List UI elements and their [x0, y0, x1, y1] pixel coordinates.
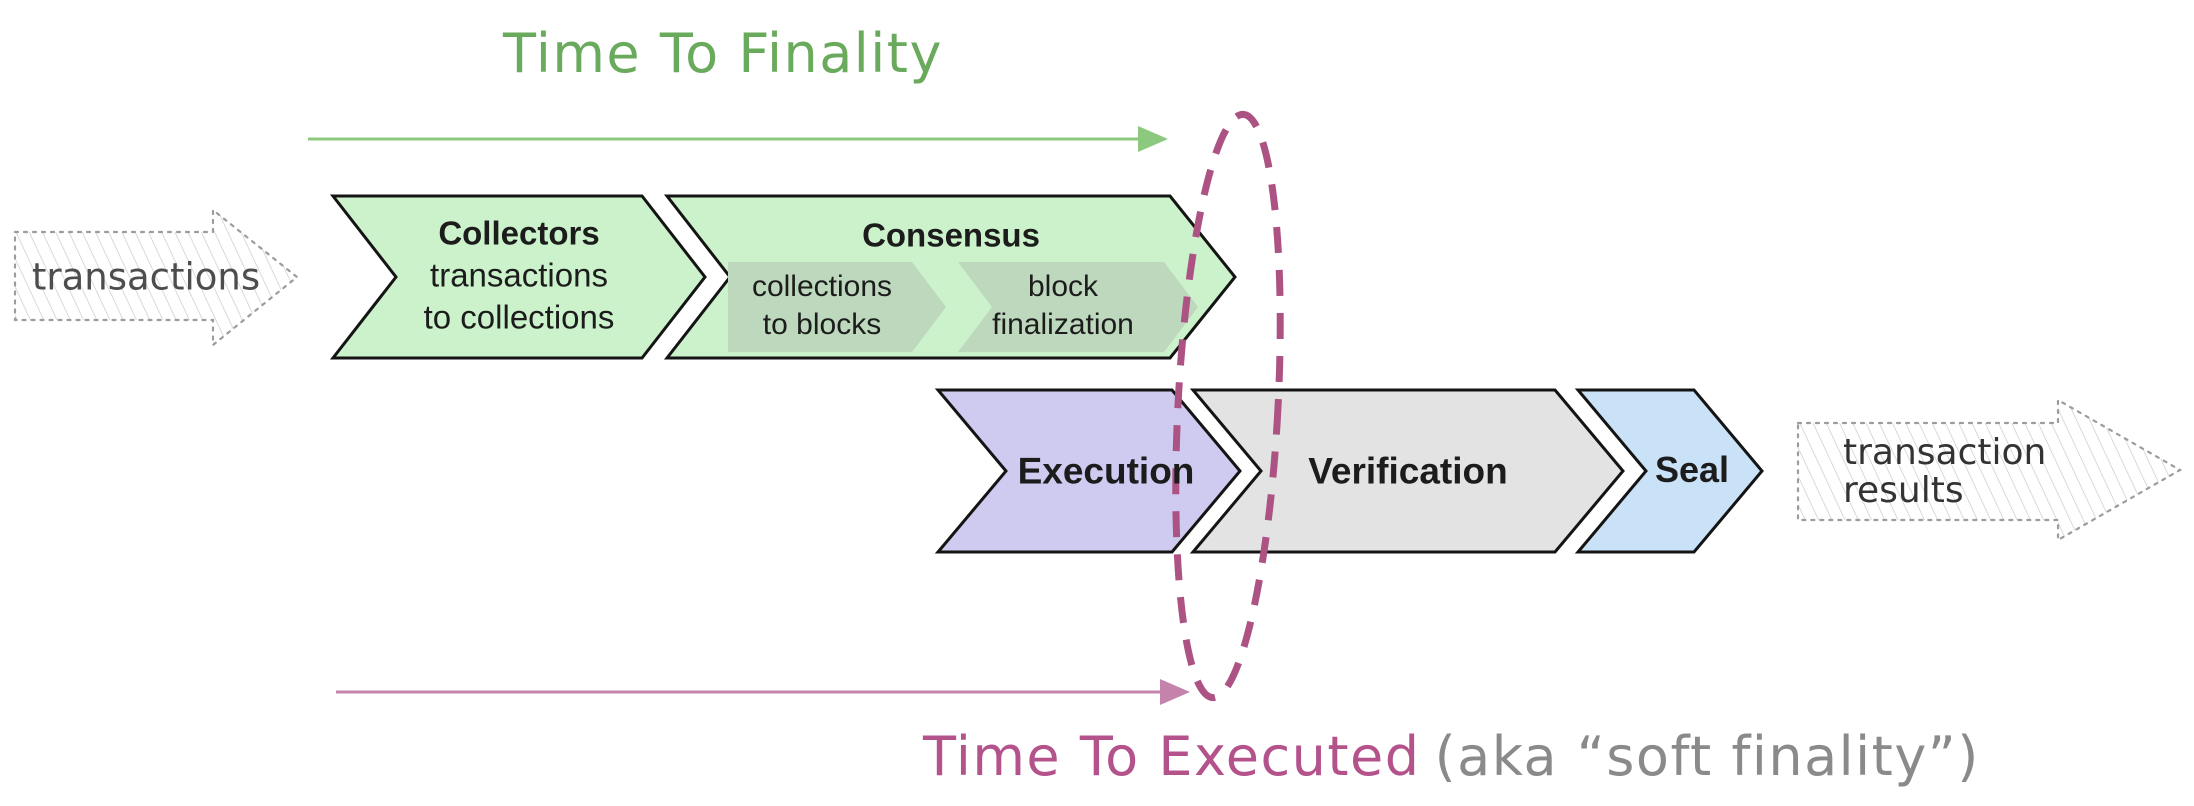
time-to-finality-heading: Time To Finality: [503, 22, 943, 85]
consensus-substep1-line1: collections: [751, 270, 893, 303]
consensus-substep2-line1: block: [1027, 270, 1099, 303]
execution-chevron: [934, 388, 1242, 554]
collectors-title: Collectors: [438, 214, 600, 252]
seal-chevron: [1574, 388, 1764, 554]
verification-chevron: [1189, 388, 1625, 554]
time-to-executed-heading-main: Time To Executed: [923, 725, 1421, 788]
execution-title: Execution: [1017, 450, 1195, 492]
collectors-subtitle-line1: transactions: [430, 256, 608, 294]
consensus-title: Consensus: [862, 216, 1040, 254]
results-label-line1: transaction: [1843, 432, 2047, 473]
consensus-substep2-line2: finalization: [992, 308, 1134, 341]
collectors-subtitle-line2: to collections: [423, 298, 615, 336]
time-to-executed-heading-suffix: (aka “soft finality”): [1434, 725, 1980, 788]
results-output-arrow-icon: [1796, 398, 2183, 542]
consensus-substep-finalization-chevron: [958, 262, 1198, 352]
executed-arrow: [336, 679, 1190, 705]
transactions-input-arrow-icon: [13, 207, 299, 348]
results-label-line2: results: [1843, 470, 1964, 511]
transactions-input-label: transactions: [31, 255, 261, 299]
executed-boundary-ellipse-icon: [1172, 110, 1284, 702]
finality-arrow-head-icon: [1138, 126, 1168, 152]
consensus-substep-collections-chevron: [728, 262, 946, 352]
consensus-substep1-line2: to blocks: [762, 308, 882, 341]
seal-title: Seal: [1654, 449, 1730, 490]
verification-title: Verification: [1308, 450, 1508, 492]
finality-arrow: [308, 126, 1168, 152]
collectors-chevron: [329, 194, 707, 360]
executed-arrow-head-icon: [1160, 679, 1190, 705]
time-to-executed-heading: Time To Executed(aka “soft finality”): [923, 730, 1980, 784]
